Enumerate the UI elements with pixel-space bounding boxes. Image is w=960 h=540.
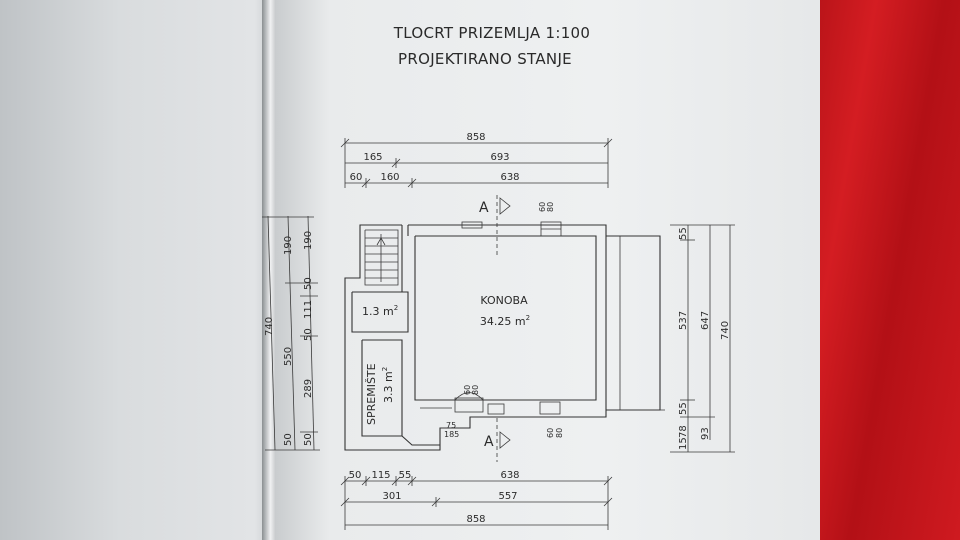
section-marker-bottom: [496, 418, 511, 462]
dim-top-total: 858: [466, 132, 485, 143]
dim-bottom-50: 50: [349, 470, 362, 481]
dim-left-50b: 50: [303, 328, 314, 341]
dim-top-693: 693: [490, 152, 509, 163]
dim-left-50d: 50: [283, 433, 294, 446]
section-label-bottom: A: [484, 434, 494, 450]
dim-bottom-638: 638: [500, 470, 519, 481]
dim-top-160: 160: [380, 172, 399, 183]
section-label-top: A: [479, 200, 489, 216]
dim-left-289: 289: [303, 379, 314, 398]
dim-step-a: 75: [446, 421, 456, 430]
dim-top-165: 165: [363, 152, 382, 163]
dim-bottom-301: 301: [382, 491, 401, 502]
dim-top-638: 638: [500, 172, 519, 183]
right-dimension-lines: [670, 224, 735, 453]
room-konoba-area: 34.25 m2: [480, 314, 530, 328]
left-page: [0, 0, 300, 540]
room-small-area: 1.3 m2: [362, 304, 398, 318]
dim-door-bot-a: 60: [546, 428, 555, 438]
room-spremiste-area: 3.3 m2: [381, 367, 395, 403]
dim-right-15: 15: [678, 437, 689, 450]
left-dimension-lines: [262, 215, 320, 451]
dim-win-a: 60: [463, 385, 472, 395]
page-edge: [262, 0, 276, 540]
dim-left-740: 740: [264, 317, 275, 336]
dim-door-top-a: 60: [538, 202, 547, 212]
top-dimension-lines: [340, 138, 613, 188]
dim-left-190b: 190: [303, 231, 314, 250]
dim-step-b: 185: [444, 430, 459, 439]
bottom-dimension-lines: [340, 476, 613, 530]
dim-left-50a: 50: [303, 277, 314, 290]
dim-right-93: 93: [700, 427, 711, 440]
room-spremiste-name: SPREMIŠTE: [365, 363, 378, 425]
dim-right-78: 78: [678, 425, 689, 438]
plan-subtitle: PROJEKTIRANO STANJE: [398, 50, 572, 68]
dim-left-111: 111: [303, 300, 314, 319]
dim-bottom-557: 557: [498, 491, 517, 502]
dim-right-537: 537: [678, 311, 689, 330]
building-walls: [344, 221, 665, 451]
dim-left-190a: 190: [283, 236, 294, 255]
dim-left-550: 550: [283, 347, 294, 366]
dim-left-50c: 50: [303, 433, 314, 446]
dim-bottom-55: 55: [399, 470, 412, 481]
dim-right-740: 740: [720, 321, 731, 340]
dim-right-55a: 55: [678, 227, 689, 240]
dim-door-bot-b: 80: [555, 428, 564, 438]
dim-right-647: 647: [700, 311, 711, 330]
room-konoba-name: KONOBA: [480, 294, 528, 307]
dim-door-top-b: 80: [546, 202, 555, 212]
dim-top-60: 60: [350, 172, 363, 183]
plan-title: TLOCRT PRIZEMLJA 1:100: [393, 24, 591, 42]
section-marker-top: [496, 195, 511, 258]
dim-bottom-total: 858: [466, 514, 485, 525]
dim-bottom-115: 115: [371, 470, 390, 481]
dim-win-b: 80: [471, 385, 480, 395]
dim-right-55b: 55: [678, 402, 689, 415]
